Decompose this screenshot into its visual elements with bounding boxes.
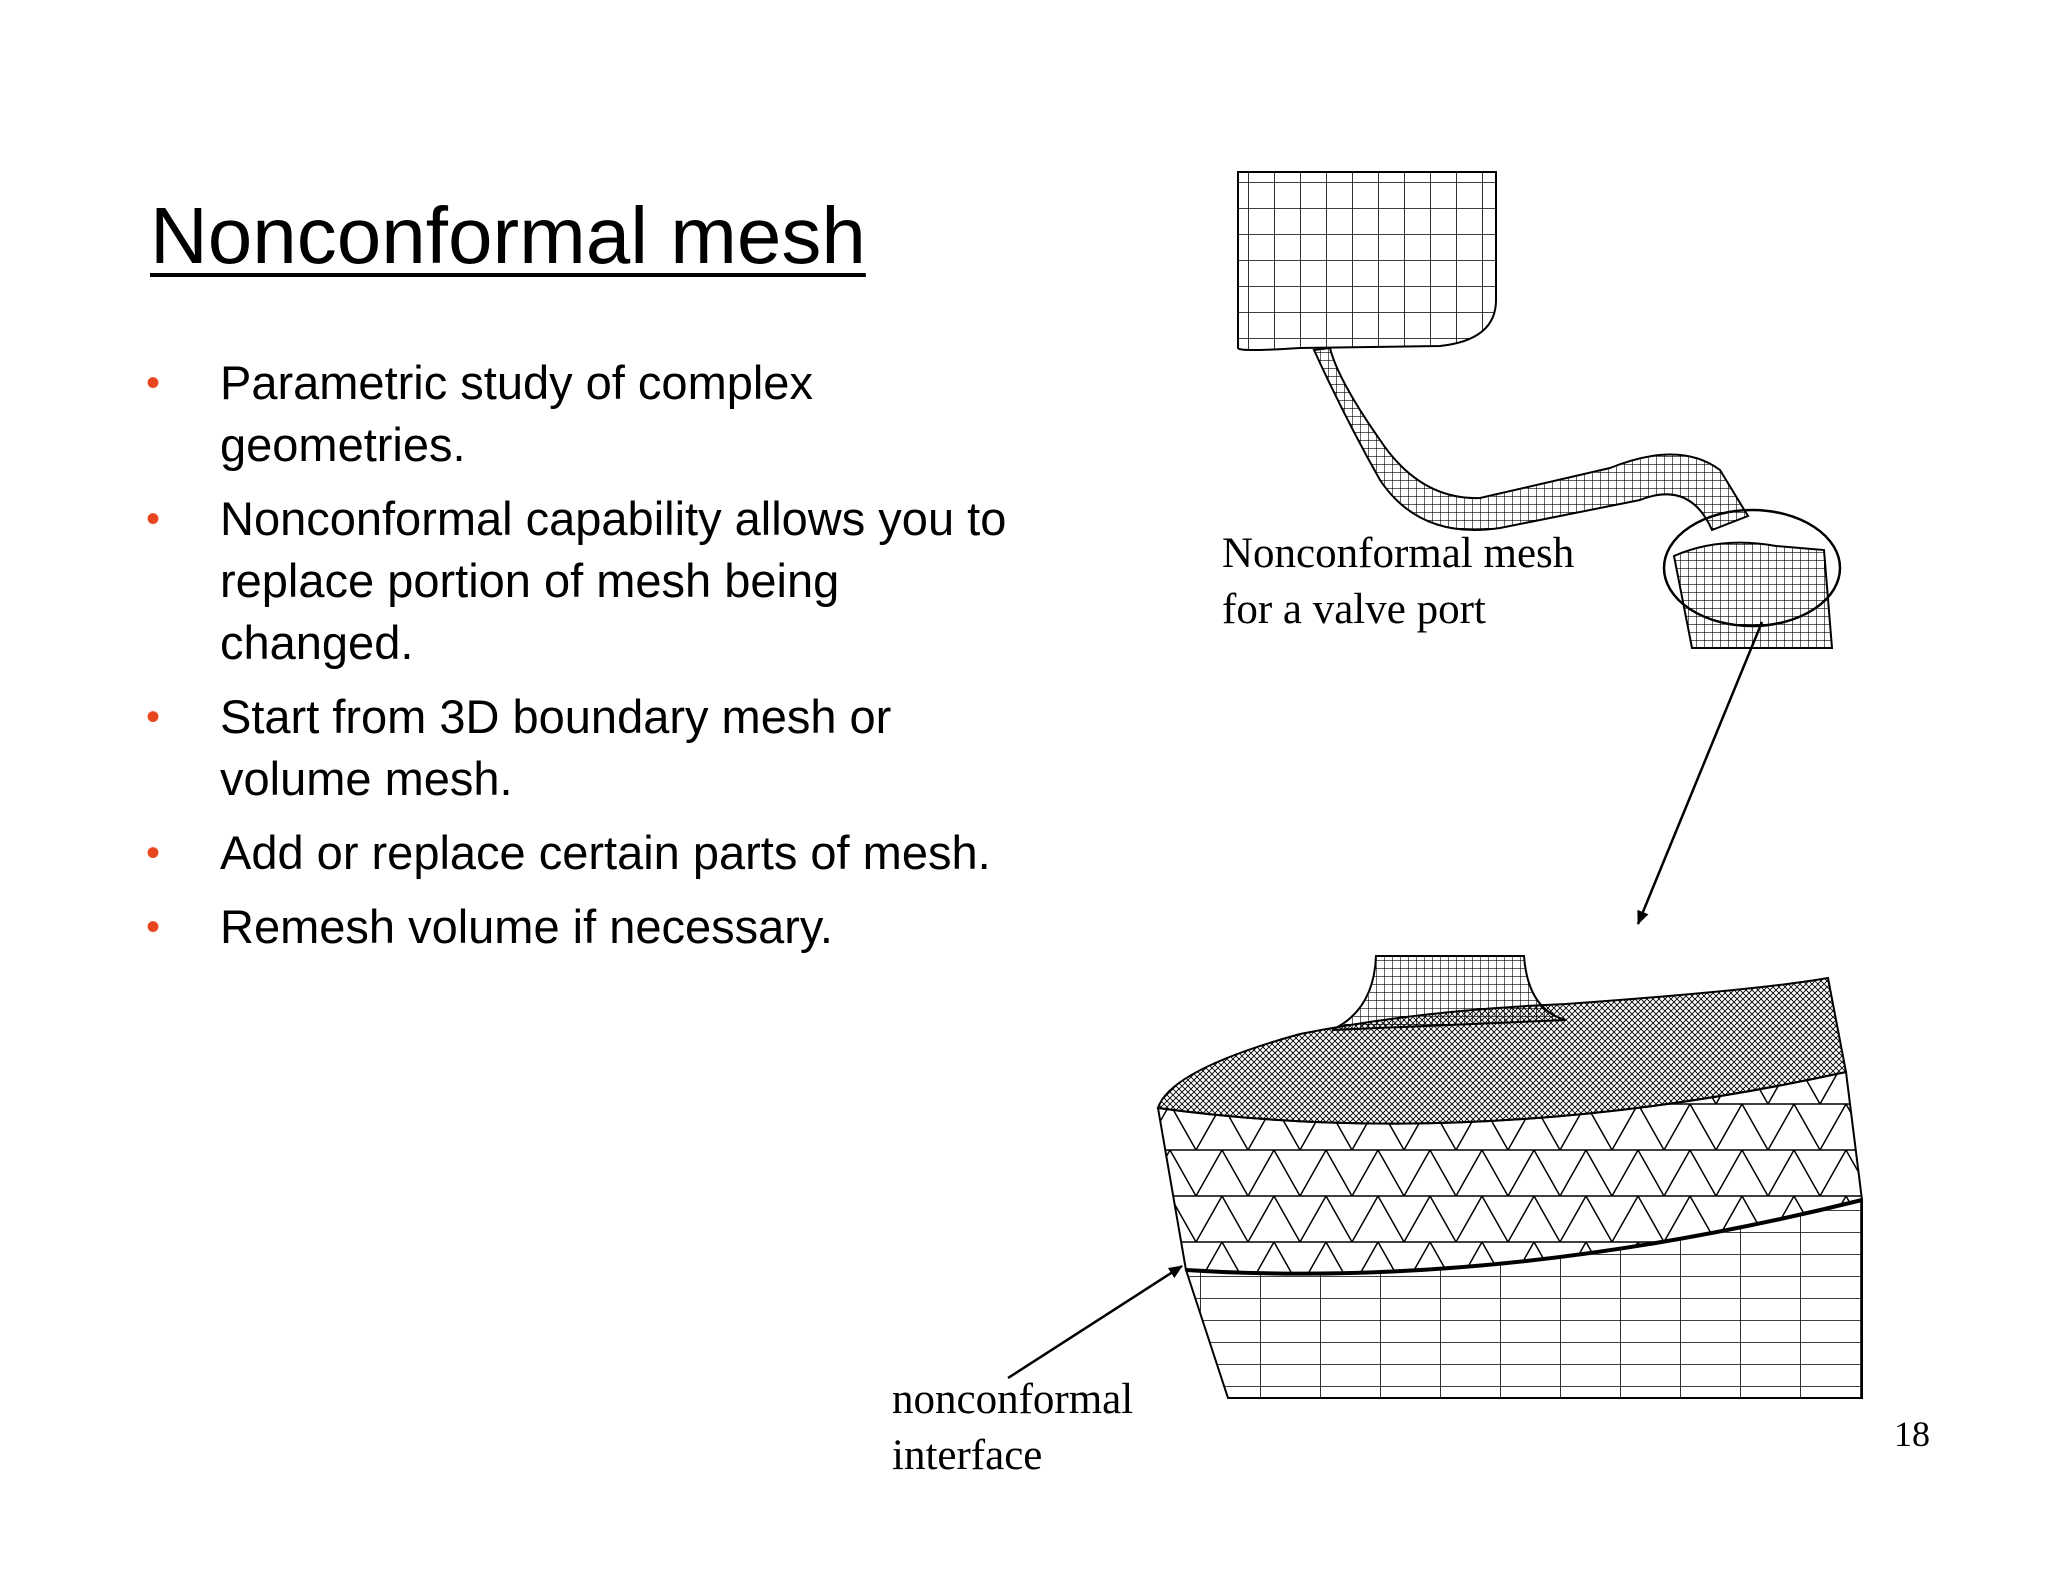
valve-port-mesh (1672, 541, 1834, 649)
bullet-text: Add or replace certain parts of mesh. (220, 826, 991, 879)
interface-line (1185, 1198, 1863, 1276)
bullet-text: Nonconformal capability allows you to re… (220, 492, 1007, 669)
bullet-text: Parametric study of complex geometries. (220, 356, 813, 471)
slide-title: Nonconformal mesh (150, 191, 866, 280)
bullet-dot-icon: • (146, 497, 161, 541)
bullet-item: • Start from 3D boundary mesh or volume … (144, 686, 1014, 810)
interface-arrow (1007, 1264, 1183, 1380)
bullet-text: Start from 3D boundary mesh or volume me… (220, 690, 892, 805)
bullet-item: • Parametric study of complex geometries… (144, 352, 1014, 476)
caption-line: Nonconformal mesh (1222, 530, 1575, 577)
valve-port-mesh-image (1237, 171, 1842, 649)
top-surface-mesh (1156, 976, 1848, 1125)
caption-line: for a valve port (1222, 586, 1486, 633)
upper-cylinder-mesh (1237, 171, 1497, 351)
bullet-item: • Remesh volume if necessary. (144, 896, 1014, 958)
bullet-item: • Nonconformal capability allows you to … (144, 488, 1014, 674)
bullet-list: • Parametric study of complex geometries… (144, 352, 1014, 970)
nonconformal-zoom-mesh-image (1156, 955, 1864, 1399)
caption-line: nonconformal (892, 1376, 1134, 1423)
bullet-item: • Add or replace certain parts of mesh. (144, 822, 1014, 884)
caption-line: interface (892, 1432, 1043, 1479)
port-tube-mesh (1312, 346, 1750, 532)
zoom-arrow (1636, 621, 1764, 925)
bullet-text: Remesh volume if necessary. (220, 900, 833, 953)
bullet-dot-icon: • (146, 905, 161, 949)
bullet-dot-icon: • (146, 831, 161, 875)
interface-caption: nonconformal interface (892, 1372, 1133, 1484)
valve-port-caption: Nonconformal mesh for a valve port (1222, 526, 1574, 638)
highlight-ellipse (1662, 508, 1842, 628)
page-number: 18 (1894, 1414, 1930, 1454)
bullet-dot-icon: • (146, 361, 161, 405)
bullet-dot-icon: • (146, 695, 161, 739)
